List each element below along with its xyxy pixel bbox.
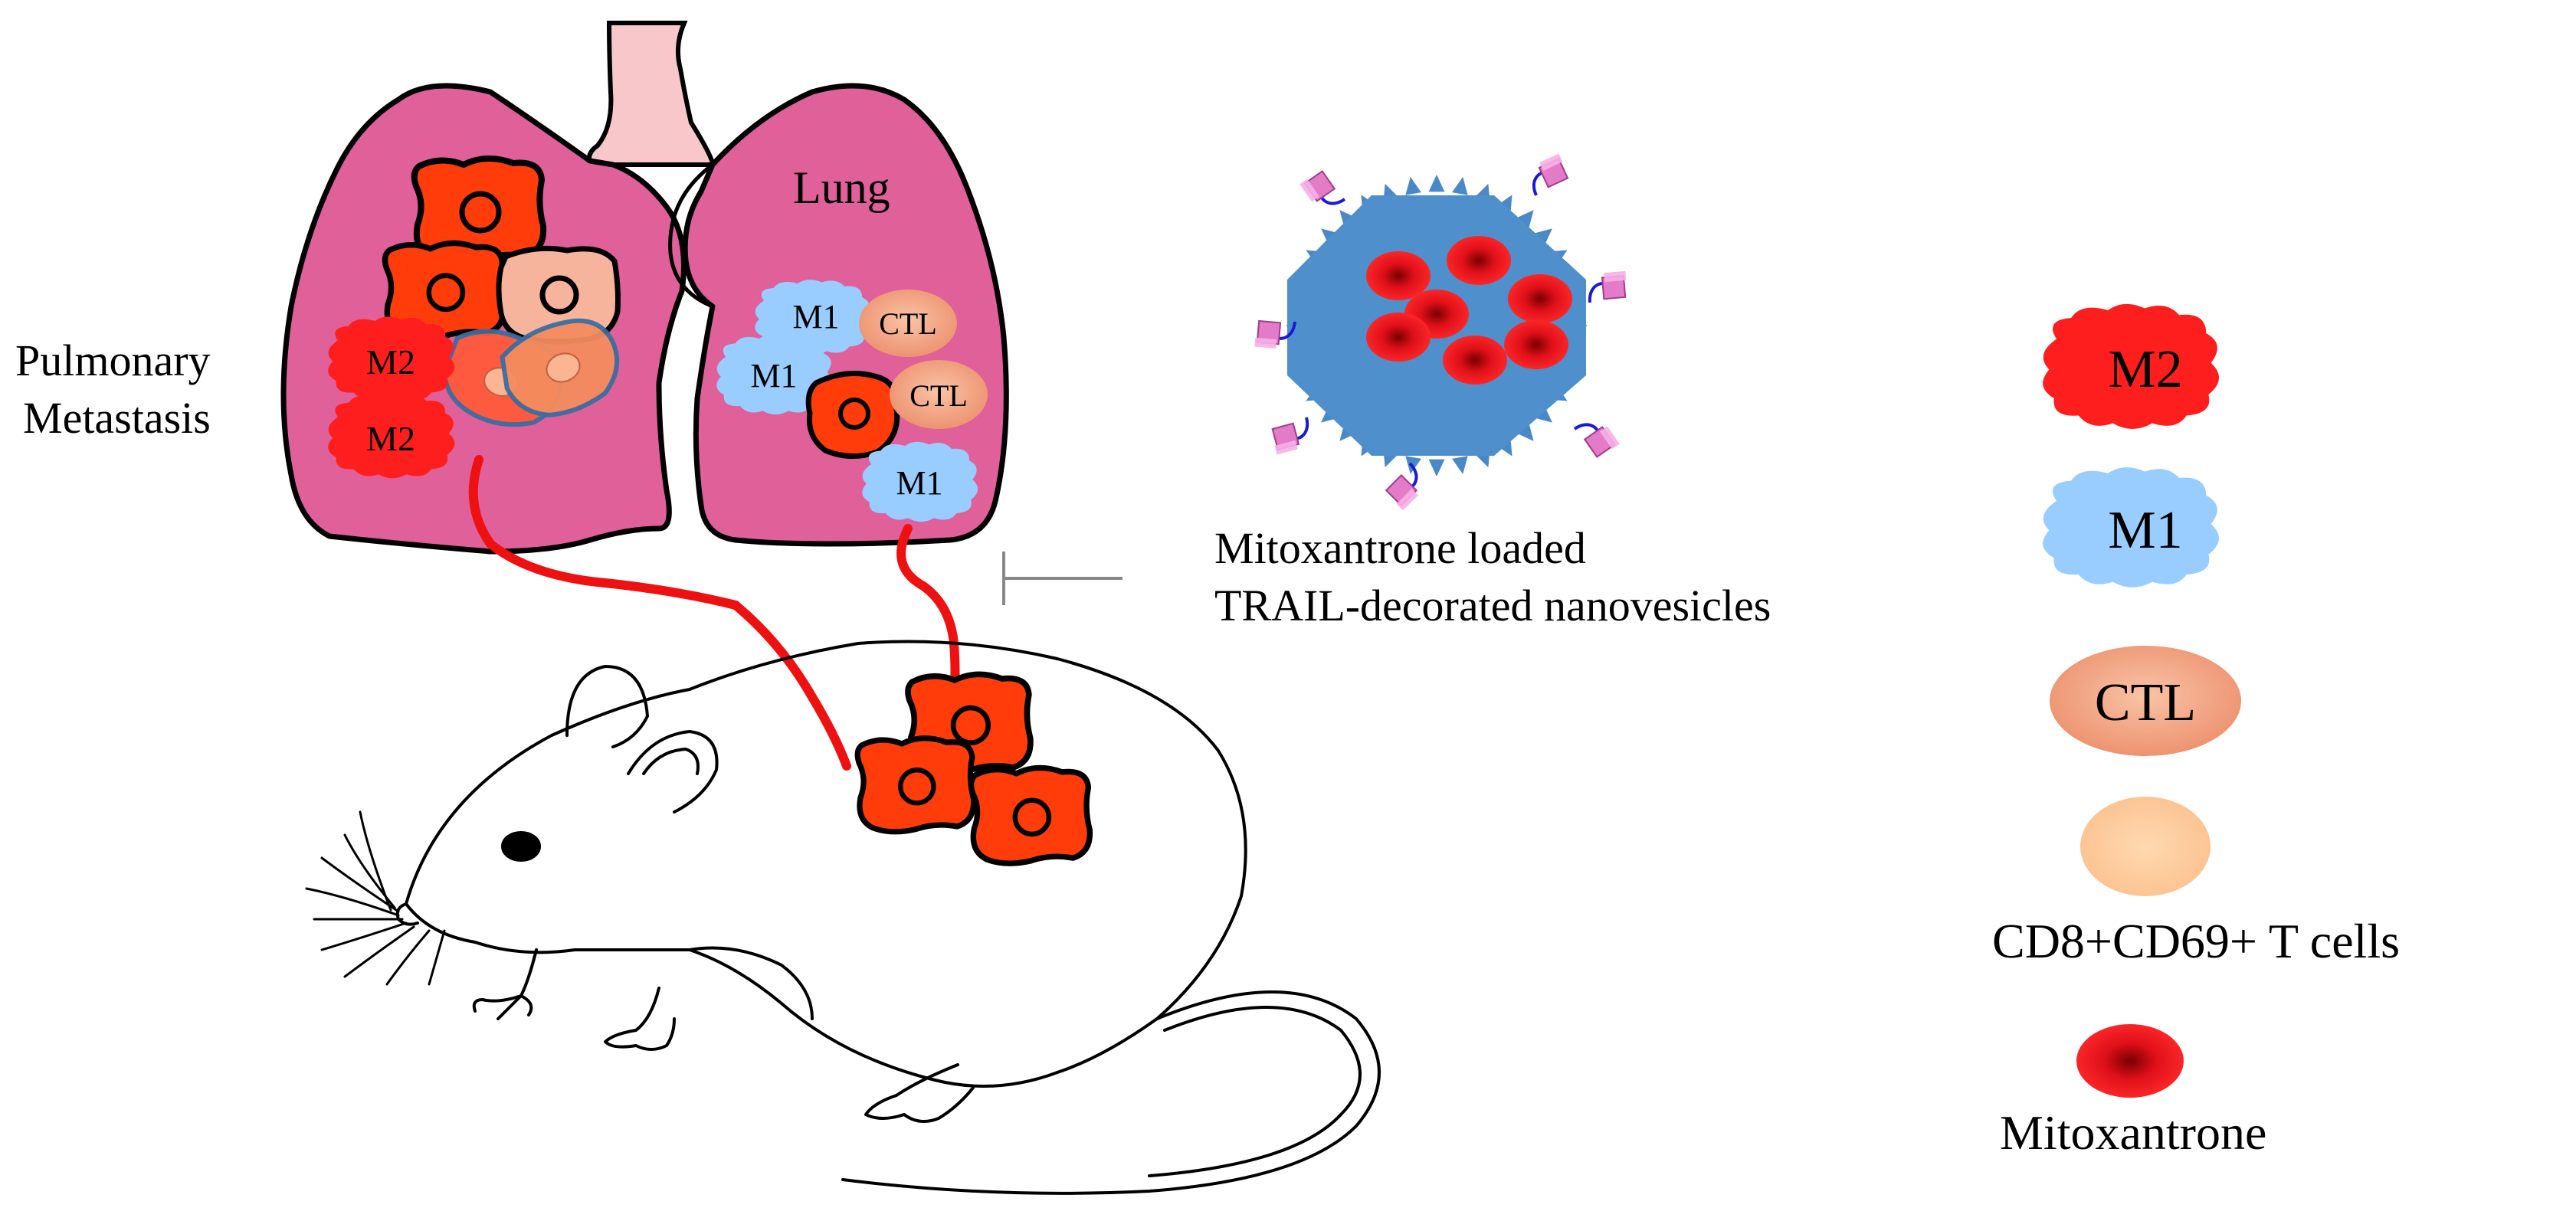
legend-m1-label: M1 (2108, 501, 2182, 560)
mouse-whiskers (305, 810, 446, 986)
mouse-belly (688, 946, 814, 1020)
legend: M2 M1 CTL CD8+CD69+ T cells Mitoxantrone (1992, 303, 2400, 1160)
membrane-spike (1451, 176, 1468, 195)
metastasis-connectors (468, 455, 960, 771)
left-connector-line (468, 455, 851, 771)
mouse-ear-front (627, 730, 719, 813)
nanovesicle-label-line2: TRAIL-decorated nanovesicles (1214, 581, 1771, 630)
nanovesicle-label-line1: Mitoxantrone loaded (1214, 523, 1586, 573)
mouse-illustration (305, 640, 1381, 1195)
mouse-front-leg (472, 948, 538, 1020)
legend-m2-label: M2 (2108, 340, 2182, 399)
left-tumor-cluster (385, 159, 621, 427)
m1-label-a: M1 (792, 298, 839, 336)
mouse-ear-back (565, 665, 649, 748)
membrane-spike (1516, 210, 1534, 228)
right-lung-inner-lobe (668, 163, 714, 309)
membrane-spike (1428, 459, 1445, 476)
mouse-front-paw (604, 987, 676, 1051)
nanovesicle (1248, 147, 1636, 515)
trachea (586, 21, 716, 167)
mouse-ear-inner (642, 748, 700, 775)
m2-label-lower: M2 (366, 419, 415, 458)
mouse-tail-inner (1148, 1006, 1362, 1177)
pulmonary-label-line2: Metastasis (23, 393, 211, 443)
ctl-label-a: CTL (879, 306, 937, 341)
inhibition-symbol (1002, 552, 1122, 605)
mouse-body (405, 640, 1247, 1088)
lung-diagram: Lung M2 M2 M1 (15, 21, 1009, 555)
membrane-spike (1516, 423, 1534, 441)
right-connector-line (896, 524, 960, 698)
mouse-hind-leg (864, 1063, 975, 1123)
pulmonary-label-line1: Pulmonary (15, 336, 211, 385)
membrane-spike (1534, 405, 1552, 423)
mitoxantrone-particles (1366, 236, 1572, 385)
m1-label-c: M1 (896, 464, 942, 502)
legend-mitoxantrone: Mitoxantrone (2000, 1024, 2266, 1160)
membrane-spike (1405, 456, 1422, 475)
membrane-spike (1451, 456, 1468, 475)
membrane-spike (1428, 175, 1445, 192)
legend-mitoxantrone-label: Mitoxantrone (2000, 1105, 2266, 1160)
ctl-label-b: CTL (909, 378, 968, 413)
left-m2-cells: M2 M2 (328, 316, 455, 479)
lung-label: Lung (793, 162, 890, 213)
legend-cd8: CD8+CD69+ T cells (1992, 797, 2400, 968)
m1-label-b: M1 (750, 357, 797, 394)
legend-cd8-label: CD8+CD69+ T cells (1992, 914, 2400, 968)
m2-label-upper: M2 (366, 342, 415, 381)
legend-m2: M2 (2043, 303, 2220, 429)
membrane-spike (1534, 228, 1552, 246)
right-immune-cells: M1 M1 CTL CTL M1 (716, 280, 988, 522)
mouse-tumor-cluster (857, 674, 1090, 863)
membrane-spike (1405, 176, 1422, 195)
mouse-tail (841, 990, 1381, 1195)
legend-m1: M1 (2043, 467, 2220, 588)
legend-ctl-label: CTL (2095, 673, 2196, 732)
legend-ctl: CTL (2050, 646, 2241, 756)
mouse-eye (501, 831, 541, 862)
